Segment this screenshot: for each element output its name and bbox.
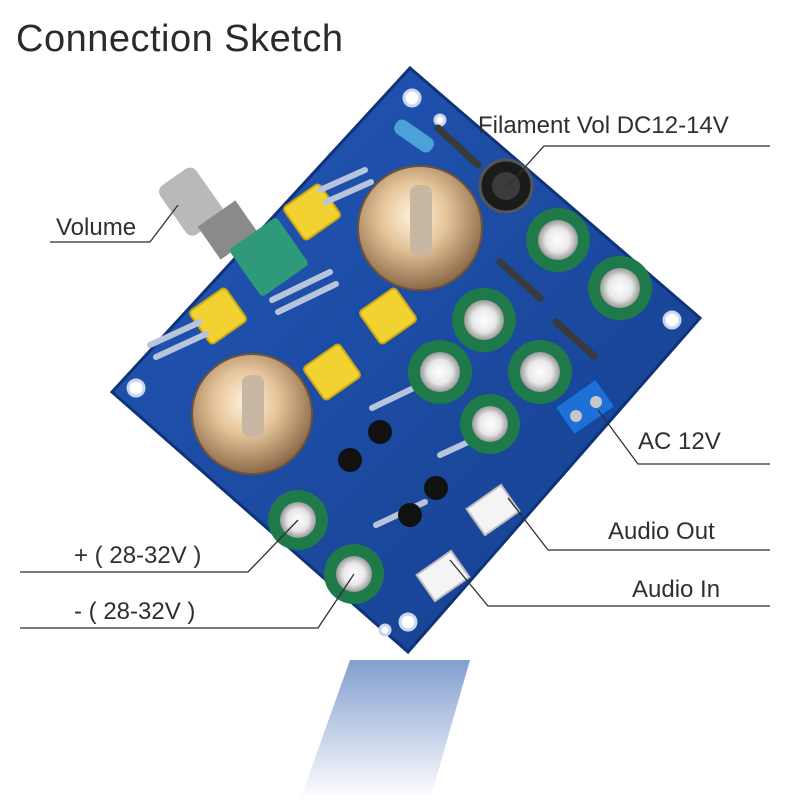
label-plus-voltage: + ( 28-32V ) <box>74 542 202 569</box>
board-reflection <box>300 660 470 800</box>
volume-potentiometer <box>159 167 308 296</box>
vacuum-tubes <box>191 165 483 475</box>
mounting-holes <box>126 88 682 637</box>
page-title: Connection Sketch <box>16 18 344 60</box>
label-filament: Filament Vol DC12-14V <box>478 112 729 139</box>
label-minus-voltage: - ( 28-32V ) <box>74 598 196 625</box>
label-audio-in: Audio In <box>632 576 721 603</box>
diodes <box>434 124 598 360</box>
label-ac: AC 12V <box>638 428 721 455</box>
ac-terminal-block <box>553 377 617 437</box>
label-volume: Volume <box>56 214 137 241</box>
blue-diode <box>394 119 434 153</box>
film-capacitors <box>189 183 417 401</box>
label-audio-out: Audio Out <box>608 518 715 545</box>
transistors <box>338 420 448 527</box>
